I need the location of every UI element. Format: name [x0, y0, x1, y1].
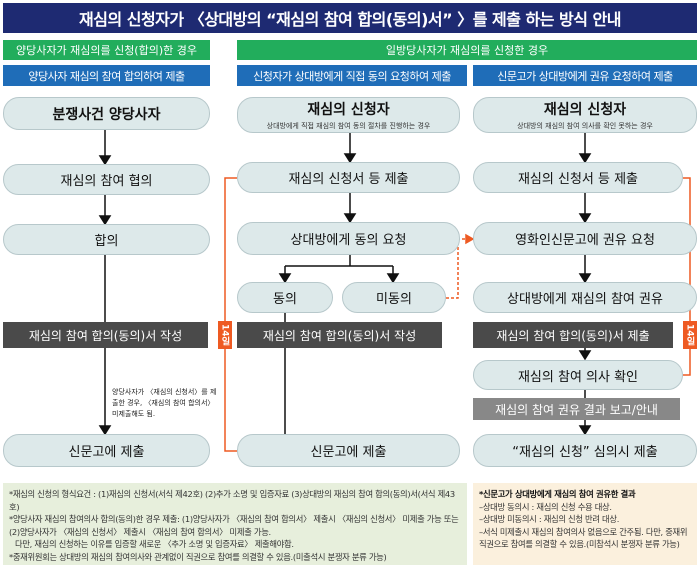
- notes-left: *재심의 신청의 형식요건 : (1)재심의 신청서(서식 제42호) (2)추…: [3, 483, 467, 565]
- subheader-col2: 신청자가 상대방에게 직접 동의 요청하여 제출: [237, 65, 467, 86]
- col2-bar: 재심의 참여 합의(동의)서 작성: [237, 322, 442, 348]
- note-item: 다만, 재심의 신청하는 이유를 입증할 새로운 〈추가 소명 및 입증자료〉 …: [15, 539, 294, 549]
- col1-step2-box: 합의: [3, 224, 210, 255]
- col2-start-sub: 상대방에게 직접 재심의 참여 동의 절차를 진행하는 경우: [266, 122, 431, 130]
- notes-right-title: *신문고가 상대방에게 재심의 참여 권유한 결과: [479, 489, 636, 499]
- col3-step3-box: 상대방에게 재심의 참여 권유: [473, 282, 697, 313]
- note-item: *중재위원회는 상대방의 재심의 참여의사와 관계없이 직권으로 참여를 의결할…: [9, 551, 387, 562]
- note-item: –서식 미제출시 재심의 참여의사 없음으로 간주됨. 다만, 중재위 직권으로…: [479, 526, 688, 550]
- note-item: *양당사자 재심의 참여의사 합의(동의)한 경우 제출: (1)양당사자가 〈…: [9, 514, 459, 537]
- col2-start-title: 재심의 신청자: [307, 102, 390, 118]
- col2-step2-box: 상대방에게 동의 요청: [237, 222, 460, 255]
- col3-step2-box: 영화인신문고에 권유 요청: [473, 222, 697, 255]
- subheader-col1: 양당사자 재심의 참여 합의하여 제출: [3, 65, 210, 86]
- col3-report-bar: 재심의 참여 권유 결과 보고/안내: [473, 398, 680, 420]
- col1-step1-box: 재심의 참여 협의: [3, 164, 210, 195]
- col3-step1-box: 재심의 신청서 등 제출: [473, 162, 683, 193]
- col3-end-box: “재심의 신청” 심의시 제출: [473, 434, 697, 467]
- note-item: –상대방 미동의시 : 재심의 신청 반려 대상.: [479, 514, 620, 524]
- col1-end-box: 신문고에 제출: [3, 434, 210, 467]
- col2-disagree-box: 미동의: [342, 282, 446, 313]
- col2-agree-box: 동의: [237, 282, 333, 313]
- col3-14day-badge: 14일: [683, 321, 697, 349]
- col2-end-box: 신문고에 제출: [237, 434, 460, 467]
- col2-14day-badge: 14일: [218, 321, 232, 349]
- notes-right: *신문고가 상대방에게 재심의 참여 권유한 결과 –상대방 동의시 : 재심의…: [473, 483, 697, 565]
- col1-note: 양당사자가 〈재심의 신청서〉를 제출한 경우, 〈재심의 참여 합의서〉 미제…: [112, 388, 217, 418]
- col3-start-sub: 상대방의 재심의 참여 의사를 확인 못하는 경우: [517, 122, 653, 130]
- col1-start-box: 분쟁사건 양당사자: [3, 97, 210, 130]
- header-one-party: 일방당사자가 재심의를 신청한 경우: [237, 40, 697, 60]
- col1-bar: 재심의 참여 합의(동의)서 작성: [3, 322, 208, 348]
- col2-step1-box: 재심의 신청서 등 제출: [237, 162, 460, 193]
- header-both-parties: 양당사자가 재심의를 신청(합의)한 경우: [3, 40, 210, 60]
- col3-start-title: 재심의 신청자: [543, 102, 627, 118]
- note-item: –상대방 동의시 : 재심의 신청 수용 대상.: [479, 501, 612, 512]
- col3-bar: 재심의 참여 합의(동의)서 제출: [473, 322, 673, 348]
- note-item: *재심의 신청의 형식요건 : (1)재심의 신청서(서식 제42호) (2)추…: [9, 489, 455, 512]
- subheader-col3: 신문고가 상대방에게 권유 요청하여 제출: [473, 65, 697, 86]
- col3-step4-box: 재심의 참여 의사 확인: [473, 360, 683, 390]
- page-title: 재심의 신청자가 〈상대방의 “재심의 참여 합의(동의)서” 〉를 제출 하는…: [3, 3, 697, 33]
